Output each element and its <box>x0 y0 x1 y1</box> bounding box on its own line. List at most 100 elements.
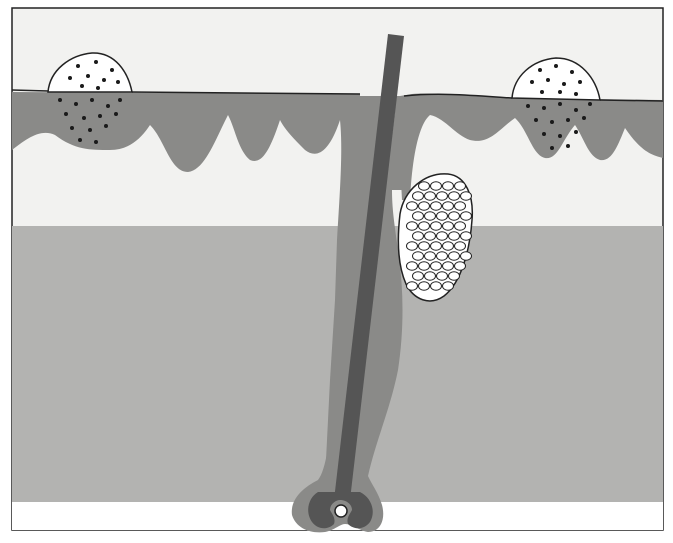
gland-cell <box>437 252 448 260</box>
gland-cell <box>437 272 448 280</box>
pigment-dot <box>534 118 538 122</box>
pigment-dot <box>94 140 98 144</box>
pigment-dot <box>526 104 530 108</box>
gland-cell <box>431 282 442 290</box>
pigment-dot <box>106 104 110 108</box>
gland-cell <box>449 272 460 280</box>
gland-cell <box>449 252 460 260</box>
dermal-papilla <box>335 505 347 517</box>
gland-cell <box>437 212 448 220</box>
pigment-dot <box>574 130 578 134</box>
pigment-dot <box>114 112 118 116</box>
pigment-dot <box>550 146 554 150</box>
gland-cell <box>407 202 418 210</box>
gland-cell <box>425 252 436 260</box>
gland-cell <box>449 212 460 220</box>
gland-cell <box>419 262 430 270</box>
pigment-dot <box>102 78 106 82</box>
gland-cell <box>407 282 418 290</box>
pigment-dot <box>58 98 62 102</box>
gland-cell <box>431 262 442 270</box>
pigment-dot <box>96 86 100 90</box>
gland-cell <box>431 242 442 250</box>
gland-cell <box>455 202 466 210</box>
pigment-dot <box>566 144 570 148</box>
pigment-dot <box>86 74 90 78</box>
gland-cell <box>437 192 448 200</box>
gland-cell <box>461 192 472 200</box>
gland-cell <box>419 182 430 190</box>
gland-cell <box>443 222 454 230</box>
pigment-dot <box>588 102 592 106</box>
gland-cell <box>413 212 424 220</box>
pigment-dot <box>554 64 558 68</box>
gland-cell <box>461 232 472 240</box>
pigment-dot <box>118 98 122 102</box>
pigment-dot <box>546 78 550 82</box>
pigment-dot <box>116 80 120 84</box>
gland-cell <box>455 242 466 250</box>
pigment-dot <box>76 64 80 68</box>
pigment-dot <box>542 106 546 110</box>
gland-cell <box>407 242 418 250</box>
pigment-dot <box>64 112 68 116</box>
pigment-dot <box>582 116 586 120</box>
gland-cell <box>419 202 430 210</box>
pigment-dot <box>550 120 554 124</box>
pigment-dot <box>80 84 84 88</box>
gland-cell <box>443 282 454 290</box>
gland-cell <box>425 272 436 280</box>
gland-cell <box>407 222 418 230</box>
pigment-dot <box>74 102 78 106</box>
gland-cell <box>413 192 424 200</box>
gland-cell <box>425 212 436 220</box>
gland-cell <box>437 232 448 240</box>
gland-cell <box>455 182 466 190</box>
gland-cell <box>443 202 454 210</box>
pigment-dot <box>540 90 544 94</box>
gland-cell <box>455 222 466 230</box>
gland-cell <box>455 262 466 270</box>
pigment-dot <box>82 116 86 120</box>
gland-cell <box>449 192 460 200</box>
pigment-dot <box>574 108 578 112</box>
pigment-dot <box>78 138 82 142</box>
gland-cell <box>443 262 454 270</box>
gland-cell <box>461 252 472 260</box>
pigment-dot <box>558 134 562 138</box>
pigment-dot <box>570 70 574 74</box>
gland-cell <box>419 222 430 230</box>
gland-cell <box>425 192 436 200</box>
pigment-dot <box>574 92 578 96</box>
gland-cell <box>413 252 424 260</box>
pigment-dot <box>558 90 562 94</box>
gland-cell <box>425 232 436 240</box>
pigment-dot <box>94 60 98 64</box>
gland-cell <box>407 262 418 270</box>
gland-cell <box>443 242 454 250</box>
gland-cell <box>461 212 472 220</box>
pigment-dot <box>90 98 94 102</box>
pigment-dot <box>562 82 566 86</box>
pigment-dot <box>104 124 108 128</box>
gland-cell <box>419 282 430 290</box>
pigment-dot <box>538 68 542 72</box>
pigment-dot <box>542 132 546 136</box>
gland-cell <box>419 242 430 250</box>
pigment-dot <box>530 80 534 84</box>
pigment-dot <box>68 76 72 80</box>
gland-cell <box>413 272 424 280</box>
pigment-dot <box>578 80 582 84</box>
pigment-dot <box>98 114 102 118</box>
pigment-dot <box>88 128 92 132</box>
gland-cell <box>413 232 424 240</box>
pigment-dot <box>566 118 570 122</box>
gland-cell <box>431 222 442 230</box>
pigment-dot <box>558 102 562 106</box>
pigment-dot <box>70 126 74 130</box>
gland-cell <box>431 182 442 190</box>
gland-cell <box>449 232 460 240</box>
pigment-dot <box>110 68 114 72</box>
gland-cell <box>431 202 442 210</box>
